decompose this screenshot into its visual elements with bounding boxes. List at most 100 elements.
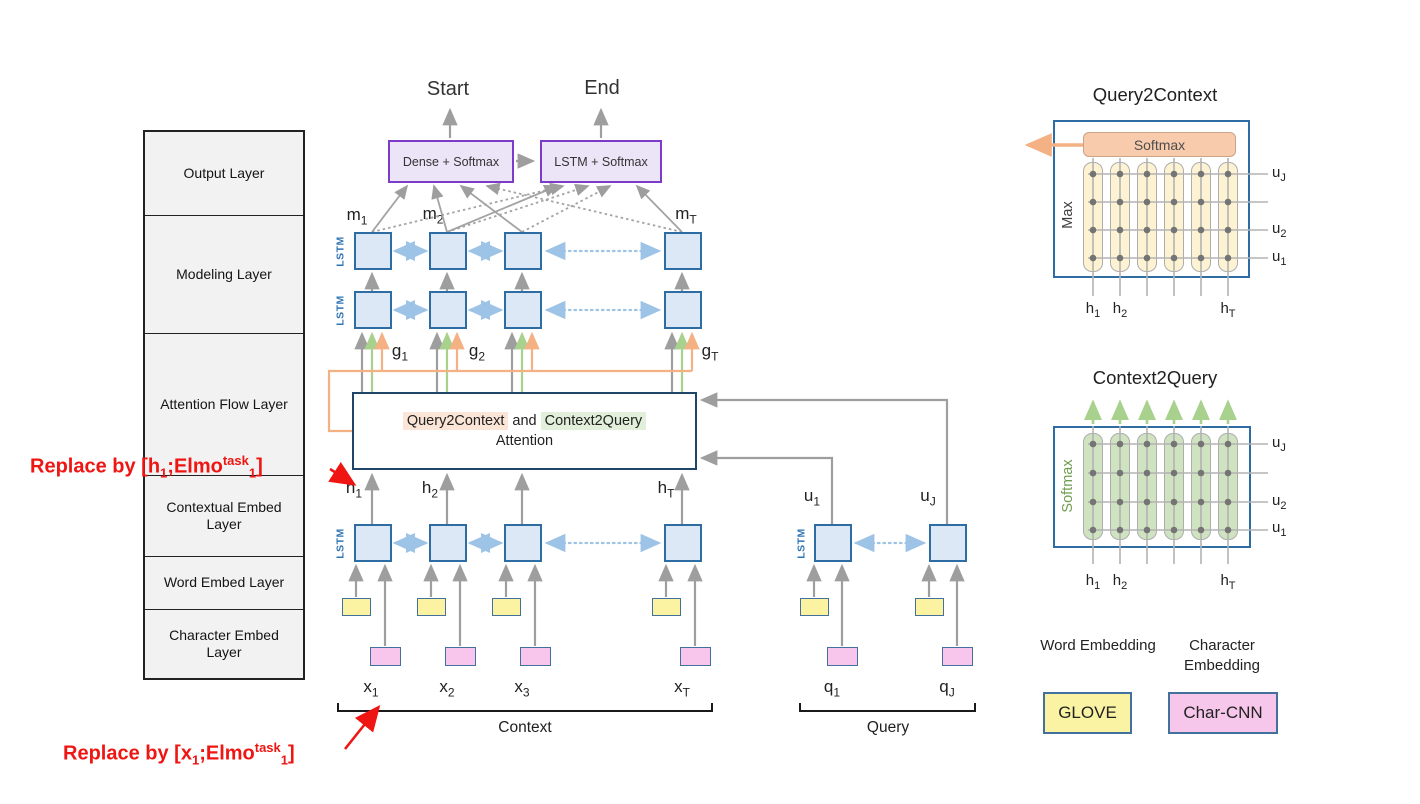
attention-box: Query2Context and Context2Query Attentio… [352, 392, 697, 470]
modeling-lstm-cell [354, 291, 392, 329]
char-embedding-box [445, 647, 476, 666]
lstm-softmax-box: LSTM + Softmax [540, 140, 662, 183]
annotation-text: Replace by [h [30, 455, 161, 478]
q2c-hT-label: hT [1220, 300, 1236, 320]
layer-label: Word Embed Layer [163, 574, 285, 591]
context-lstm-cell [354, 524, 392, 562]
q2c-panel-title: Query2Context [1092, 84, 1218, 105]
c2q-u1-label: u1 [1272, 519, 1287, 539]
qJ-label: qJ [939, 677, 955, 700]
char-cnn-legend-box: Char-CNN [1168, 692, 1278, 734]
word-embedding-box [800, 598, 829, 616]
char-embedding-box [827, 647, 858, 666]
h1-label: h1 [345, 478, 363, 501]
layer-label: Attention Flow Layer [160, 395, 288, 412]
modeling-lstm-cell [504, 291, 542, 329]
c2q-hT-label: hT [1220, 572, 1236, 592]
word-embedding-box [915, 598, 944, 616]
glove-label: GLOVE [1058, 703, 1117, 722]
char-embedding-box [370, 647, 401, 666]
q2c-h2-label: h2 [1112, 300, 1128, 320]
dense-softmax-box: Dense + Softmax [388, 140, 514, 183]
layer-row-character: Character Embed Layer [145, 609, 303, 678]
q2c-softmax-pill: Softmax [1083, 132, 1236, 157]
context-lstm-cell [504, 524, 542, 562]
modeling-lstm-cell [504, 232, 542, 270]
g2-label: g2 [468, 341, 486, 364]
attention-line2: Attention [495, 433, 554, 449]
c2q-u2-label: u2 [1272, 492, 1287, 512]
annotation-sup: task [222, 453, 249, 468]
q2c-u2-label: u2 [1272, 220, 1287, 240]
start-label: Start [426, 78, 470, 100]
context-lstm-cell [664, 524, 702, 562]
uJ-label: uJ [920, 486, 936, 509]
annotation-text: Replace by [x [63, 742, 192, 765]
layer-label: Contextual Embed Layer [166, 498, 282, 533]
annotation-text: ;Elmo [199, 742, 255, 765]
word-embedding-title: Word Embedding [1040, 637, 1156, 654]
hT-label: hT [657, 478, 675, 501]
word-embedding-box [417, 598, 446, 616]
q2c-softmax-label: Softmax [1133, 136, 1186, 153]
annotation-sub: 1 [280, 752, 289, 768]
modeling-lstm-cell [664, 291, 702, 329]
g1-label: g1 [391, 341, 409, 364]
annotation-sub: 1 [248, 465, 257, 481]
annotation-text: ;Elmo [167, 455, 223, 478]
query-bracket-label: Query [866, 719, 910, 736]
c2q-panel-title: Context2Query [1092, 367, 1218, 388]
layer-row-attention: Attention Flow Layer [145, 333, 303, 475]
q2c-h1-label: h1 [1085, 300, 1101, 320]
layer-row-word: Word Embed Layer [145, 556, 303, 609]
char-embedding-box [520, 647, 551, 666]
m1-label: m1 [346, 205, 368, 228]
x2-label: x2 [439, 677, 455, 700]
annotation-sup: task [254, 740, 281, 755]
annotation-sub: 1 [191, 752, 200, 768]
context-bracket-label: Context [498, 719, 552, 736]
c2q-h2-label: h2 [1112, 572, 1128, 592]
attention-line1: Query2Context and Context2Query [402, 412, 647, 430]
q2c-uJ-label: uJ [1272, 164, 1286, 184]
dense-softmax-label: Dense + Softmax [402, 154, 500, 169]
char-cnn-label: Char-CNN [1183, 703, 1263, 722]
char-embedding-title: Character Embedding [1184, 637, 1260, 675]
mT-label: mT [675, 204, 697, 227]
modeling-lstm-cell [429, 291, 467, 329]
attention-and: and [512, 413, 537, 429]
layer-row-contextual: Contextual Embed Layer [145, 475, 303, 556]
modeling-lstm-cell [354, 232, 392, 270]
context-lstm-cell [429, 524, 467, 562]
c2q-uJ-label: uJ [1272, 434, 1286, 454]
layer-label: Modeling Layer [176, 265, 272, 282]
q2c-u1-label: u1 [1272, 248, 1287, 268]
x3-label: x3 [514, 677, 530, 700]
annotation-replace-x1: Replace by [x1;Elmotask1] [63, 740, 295, 768]
glove-legend-box: GLOVE [1043, 692, 1132, 734]
xT-label: xT [674, 677, 690, 700]
modeling-lstm-cell [664, 232, 702, 270]
modeling-lstm-cell [429, 232, 467, 270]
layer-label: Character Embed Layer [169, 626, 279, 661]
q1-label: q1 [823, 677, 841, 700]
query-lstm-cell [814, 524, 852, 562]
x1-label: x1 [363, 677, 379, 700]
char-embedding-box [680, 647, 711, 666]
word-embedding-box [492, 598, 521, 616]
gT-label: gT [701, 341, 719, 364]
layer-legend-table: Output Layer Modeling Layer Attention Fl… [143, 130, 305, 680]
annotation-sub: 1 [160, 465, 168, 481]
c2q-highlight: Context2Query [540, 412, 647, 430]
annotation-replace-h1: Replace by [h1;Elmotask1] [30, 453, 263, 481]
annotation-text: ] [256, 455, 263, 478]
u1-label: u1 [803, 486, 821, 509]
layer-row-output: Output Layer [145, 132, 303, 215]
h2-label: h2 [421, 478, 439, 501]
word-embedding-box [342, 598, 371, 616]
word-embedding-box [652, 598, 681, 616]
end-label: End [584, 77, 620, 99]
layer-row-modeling: Modeling Layer [145, 215, 303, 333]
